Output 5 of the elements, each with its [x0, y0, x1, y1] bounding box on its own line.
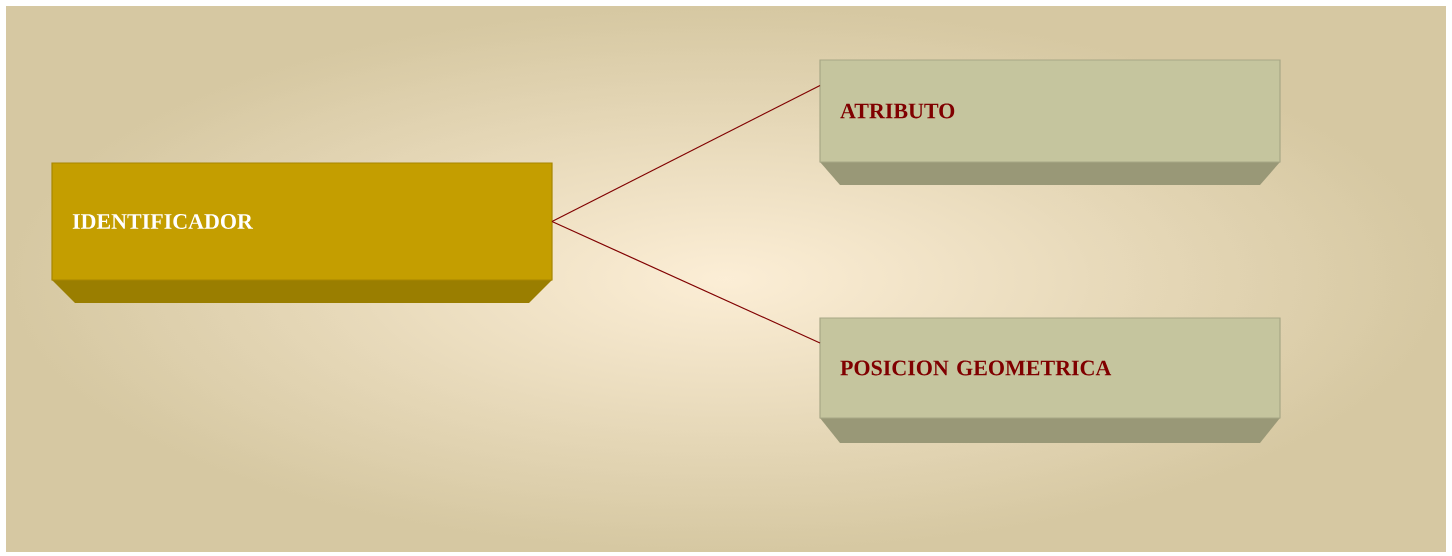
- process-box: ATRIBUTO: [819, 59, 1281, 185]
- connector-line: [551, 220, 821, 344]
- process-box: POSICION GEOMETRICA: [819, 317, 1281, 443]
- process-box: IDENTIFICADOR: [51, 162, 553, 303]
- connector-line: [551, 84, 821, 223]
